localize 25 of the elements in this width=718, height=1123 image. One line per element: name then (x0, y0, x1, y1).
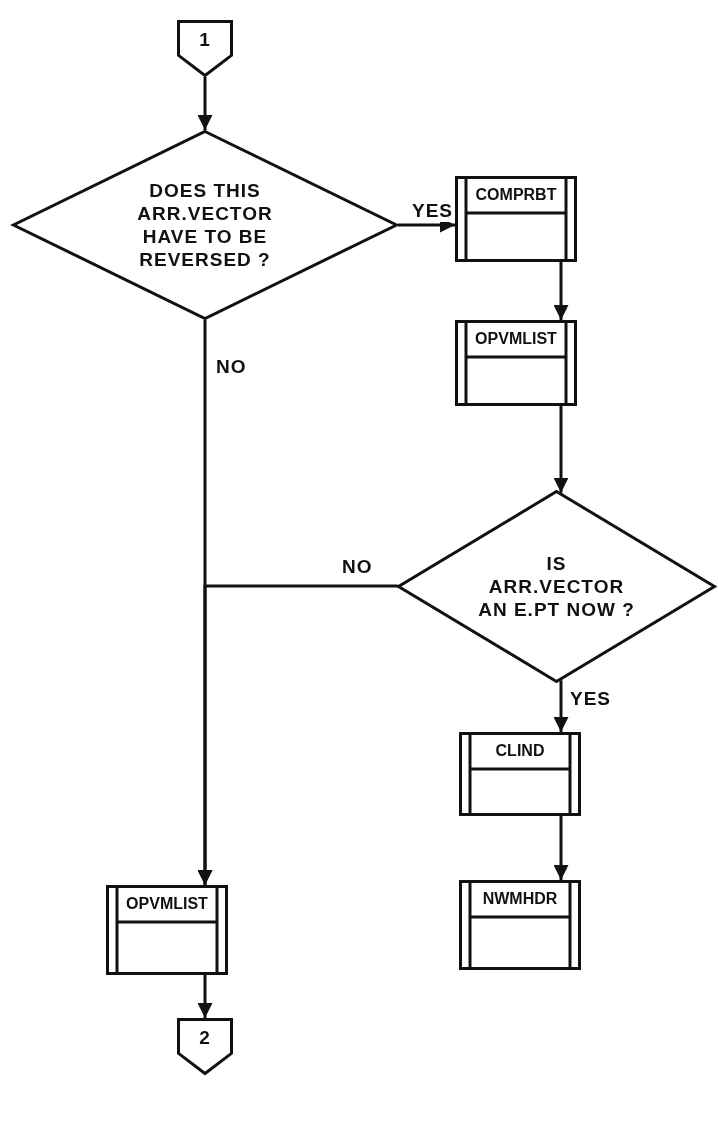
node-label: 1 (198, 28, 212, 51)
predefined-process-box (459, 732, 581, 816)
off-page-connector (177, 20, 233, 77)
node-label: IS ARR.VECTOR AN E.PT NOW ? (477, 552, 636, 621)
decision-diamond (12, 130, 398, 320)
node-label: 2 (198, 1026, 212, 1049)
arrow (197, 77, 213, 130)
node-label: COMPRBT (474, 185, 558, 205)
decision-diamond (397, 490, 716, 683)
node-label: OPVMLIST (474, 329, 558, 349)
node-label: OPVMLIST (125, 894, 209, 914)
predefined-process-box (459, 880, 581, 970)
arrow (197, 320, 213, 885)
off-page-connector (177, 1018, 233, 1075)
predefined-process-box (106, 885, 228, 975)
arrow (553, 406, 569, 493)
predefined-process-box (455, 176, 577, 262)
arrow (553, 262, 569, 320)
node-label: NWMHDR (481, 889, 559, 909)
arrow (553, 816, 569, 880)
arrow (197, 975, 213, 1018)
node-label: DOES THIS ARR.VECTOR HAVE TO BE REVERSED ? (136, 179, 274, 271)
predefined-process-box (455, 320, 577, 406)
arrow (553, 680, 569, 732)
node-label: CLIND (494, 741, 546, 761)
